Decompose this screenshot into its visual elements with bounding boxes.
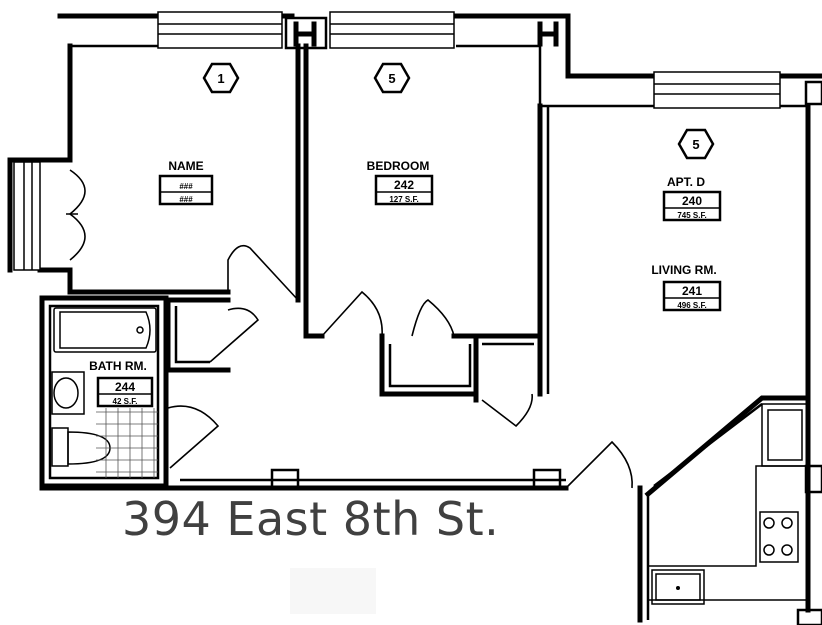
- svg-text:242: 242: [394, 178, 414, 192]
- svg-text:###: ###: [179, 195, 193, 204]
- living-room-label: LIVING RM. 241 496 S.F.: [651, 263, 722, 312]
- faint-mark: [290, 568, 376, 614]
- svg-text:BATH RM.: BATH RM.: [89, 359, 147, 373]
- svg-text:BEDROOM: BEDROOM: [367, 159, 430, 173]
- bath-fixtures: [51, 307, 158, 478]
- svg-text:240: 240: [682, 194, 702, 208]
- bedroom-label: BEDROOM 242 127 S.F.: [367, 159, 434, 206]
- windows: [13, 11, 781, 271]
- apartment-label: APT. D 240 745 S.F.: [662, 175, 722, 222]
- svg-text:5: 5: [388, 71, 395, 86]
- bedroom-tag: 5: [373, 62, 411, 94]
- svg-text:745 S.F.: 745 S.F.: [677, 211, 706, 220]
- svg-text:LIVING RM.: LIVING RM.: [651, 263, 716, 277]
- svg-text:244: 244: [115, 380, 135, 394]
- bath-label: BATH RM. 244 42 S.F.: [89, 359, 154, 408]
- svg-text:127 S.F.: 127 S.F.: [389, 195, 418, 204]
- room-1-tag: 1: [202, 62, 240, 94]
- doors: [66, 169, 633, 489]
- svg-text:1: 1: [217, 71, 224, 86]
- living-tag: 5: [677, 128, 715, 160]
- address-caption: 394 East 8th St.: [122, 492, 500, 546]
- svg-text:241: 241: [682, 284, 702, 298]
- svg-text:42 S.F.: 42 S.F.: [113, 397, 138, 406]
- exterior-walls: [7, 13, 822, 623]
- svg-text:NAME: NAME: [168, 159, 203, 173]
- svg-text:APT. D: APT. D: [667, 175, 705, 189]
- kitchen: [644, 395, 822, 625]
- columns: [270, 16, 822, 490]
- svg-text:496 S.F.: 496 S.F.: [677, 301, 706, 310]
- svg-text:###: ###: [179, 182, 193, 191]
- room-1-label: NAME ### ###: [158, 159, 214, 206]
- svg-text:5: 5: [692, 137, 699, 152]
